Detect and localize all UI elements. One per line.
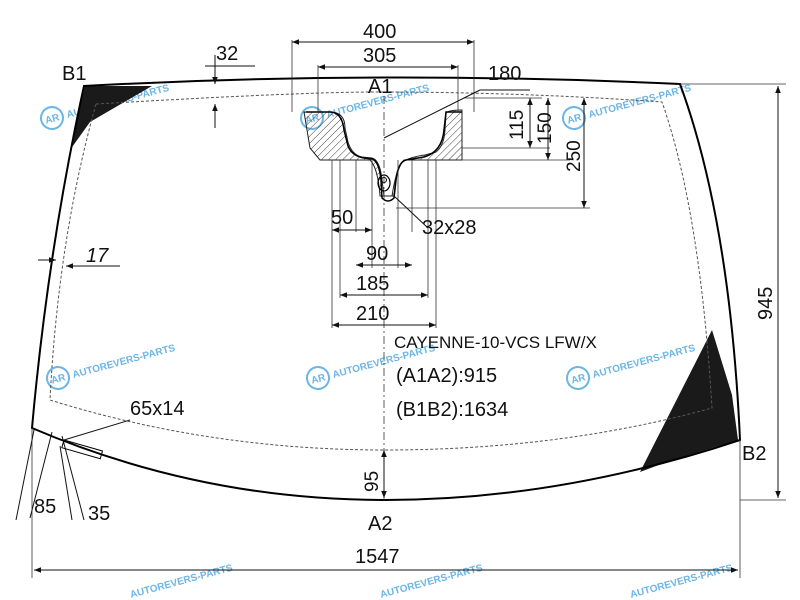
dim-185: 185 xyxy=(356,273,389,295)
dim-150: 150 xyxy=(535,112,556,144)
glass-outline xyxy=(30,76,742,502)
dim-250: 250 xyxy=(564,140,585,172)
dim-945: 945 xyxy=(755,287,777,320)
svg-text:AUTOREVERS-PARTS: AUTOREVERS-PARTS xyxy=(71,343,176,381)
svg-text:AUTOREVERS-PARTS: AUTOREVERS-PARTS xyxy=(379,563,484,600)
point-label-b1: B1 xyxy=(62,63,86,85)
svg-text:AUTOREVERS-PARTS: AUTOREVERS-PARTS xyxy=(129,563,234,600)
rain-sensor-hole xyxy=(377,174,391,192)
black-band-top-left xyxy=(70,86,152,150)
dim-17: 17 xyxy=(86,245,109,267)
svg-text:AUTOREVERS-PARTS: AUTOREVERS-PARTS xyxy=(587,83,692,121)
svg-text:AUTOREVERS-PARTS: AUTOREVERS-PARTS xyxy=(629,563,734,600)
dim-65x14: 65x14 xyxy=(130,398,185,420)
dim-32x28: 32x28 xyxy=(422,217,477,239)
dim-1547: 1547 xyxy=(355,546,400,568)
dim-85: 85 xyxy=(34,496,56,518)
dim-210: 210 xyxy=(356,303,389,325)
sensor-area-hatched xyxy=(303,109,463,197)
sensor-area-outline xyxy=(306,111,462,202)
dim-50: 50 xyxy=(331,207,353,229)
dim-35: 35 xyxy=(88,503,110,525)
svg-text:AUTOREVERS-PARTS: AUTOREVERS-PARTS xyxy=(591,343,696,381)
inner-print-boundary xyxy=(49,91,713,451)
dimension-lines xyxy=(15,39,781,573)
dim-305: 305 xyxy=(363,45,396,67)
point-label-a2: A2 xyxy=(368,513,392,535)
part-model: CAYENNE-10-VCS LFW/X xyxy=(394,333,597,352)
part-b1b2: (B1B2):1634 xyxy=(396,399,508,421)
part-a1a2: (A1A2):915 xyxy=(396,365,497,387)
dim-90: 90 xyxy=(366,243,388,265)
dim-115: 115 xyxy=(507,110,528,140)
point-label-a1: A1 xyxy=(368,76,392,98)
black-band-bottom-right xyxy=(640,330,738,472)
point-label-b2: B2 xyxy=(742,443,766,465)
dim-400: 400 xyxy=(363,21,396,43)
vin-window-strip xyxy=(61,439,104,460)
dim-95: 95 xyxy=(362,471,383,492)
dim-32: 32 xyxy=(216,43,238,65)
dim-180: 180 xyxy=(488,63,521,85)
construction-lines xyxy=(31,40,786,578)
